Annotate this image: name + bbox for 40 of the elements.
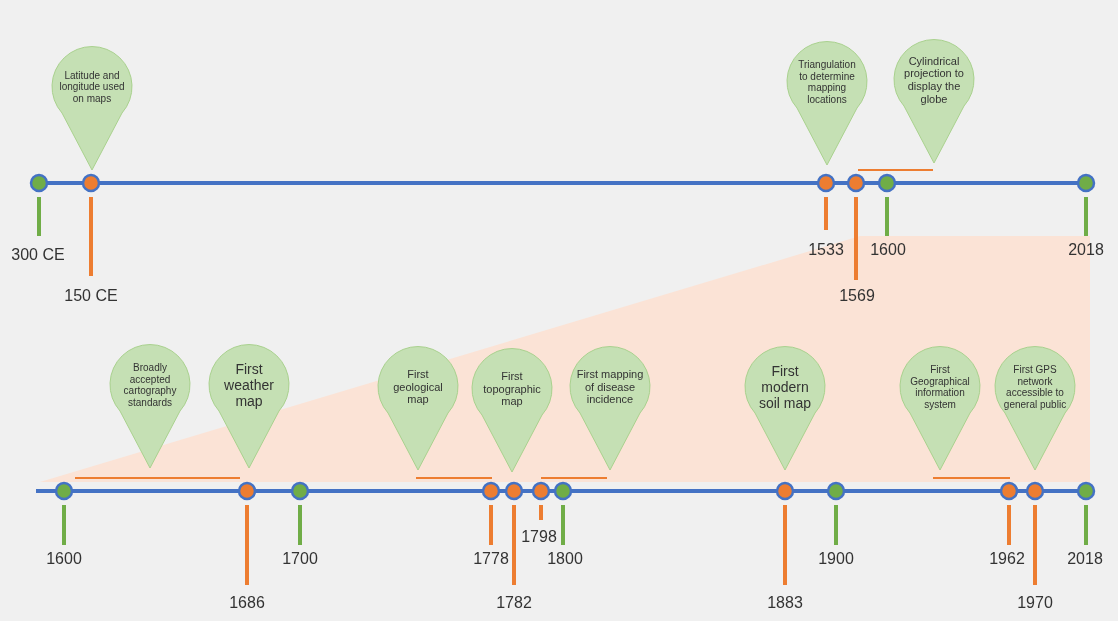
pin-text: First mapping of disease incidence bbox=[576, 367, 644, 408]
year-label: 1600 bbox=[870, 241, 906, 259]
year-label: 1782 bbox=[496, 594, 532, 612]
location-pin bbox=[568, 345, 652, 470]
year-label: 1962 bbox=[989, 550, 1025, 568]
pin-text: Latitude and longitude used on maps bbox=[58, 68, 126, 106]
location-pin bbox=[785, 40, 869, 165]
location-pin bbox=[892, 38, 976, 163]
pin-text: Triangulation to determine mapping locations bbox=[797, 58, 857, 107]
year-label: 1970 bbox=[1017, 594, 1053, 612]
location-pin bbox=[743, 345, 827, 470]
location-pin bbox=[50, 45, 134, 170]
location-pin bbox=[376, 345, 460, 470]
pin-text: Cylindrical projection to display the globe bbox=[903, 53, 965, 107]
pin-text: First modern soil map bbox=[757, 361, 813, 414]
year-label: 1700 bbox=[282, 550, 318, 568]
pin-text: First Geographical information system bbox=[909, 363, 971, 412]
year-label: 1686 bbox=[229, 594, 265, 612]
year-label: 2018 bbox=[1067, 550, 1103, 568]
year-label: 300 CE bbox=[11, 246, 65, 264]
location-pin bbox=[108, 343, 192, 468]
location-pin bbox=[207, 343, 291, 468]
pin-text: Broadly accepted cartography standards bbox=[122, 361, 178, 410]
pin-text: First GPS network accessible to general public bbox=[1002, 363, 1068, 412]
year-label: 1569 bbox=[839, 287, 875, 305]
pin-text: First weather map bbox=[223, 359, 275, 412]
pin-text: First geological map bbox=[392, 367, 444, 408]
year-label: 1900 bbox=[818, 550, 854, 568]
location-pin bbox=[470, 347, 554, 472]
year-label: 150 CE bbox=[64, 287, 118, 305]
year-label: 1798 bbox=[521, 528, 557, 546]
year-label: 1778 bbox=[473, 550, 509, 568]
year-label: 1800 bbox=[547, 550, 583, 568]
pin-text: First topographic map bbox=[482, 369, 542, 410]
location-pin bbox=[993, 345, 1077, 470]
year-label: 1883 bbox=[767, 594, 803, 612]
year-label: 2018 bbox=[1068, 241, 1104, 259]
year-label: 1600 bbox=[46, 550, 82, 568]
location-pin bbox=[898, 345, 982, 470]
year-label: 1533 bbox=[808, 241, 844, 259]
